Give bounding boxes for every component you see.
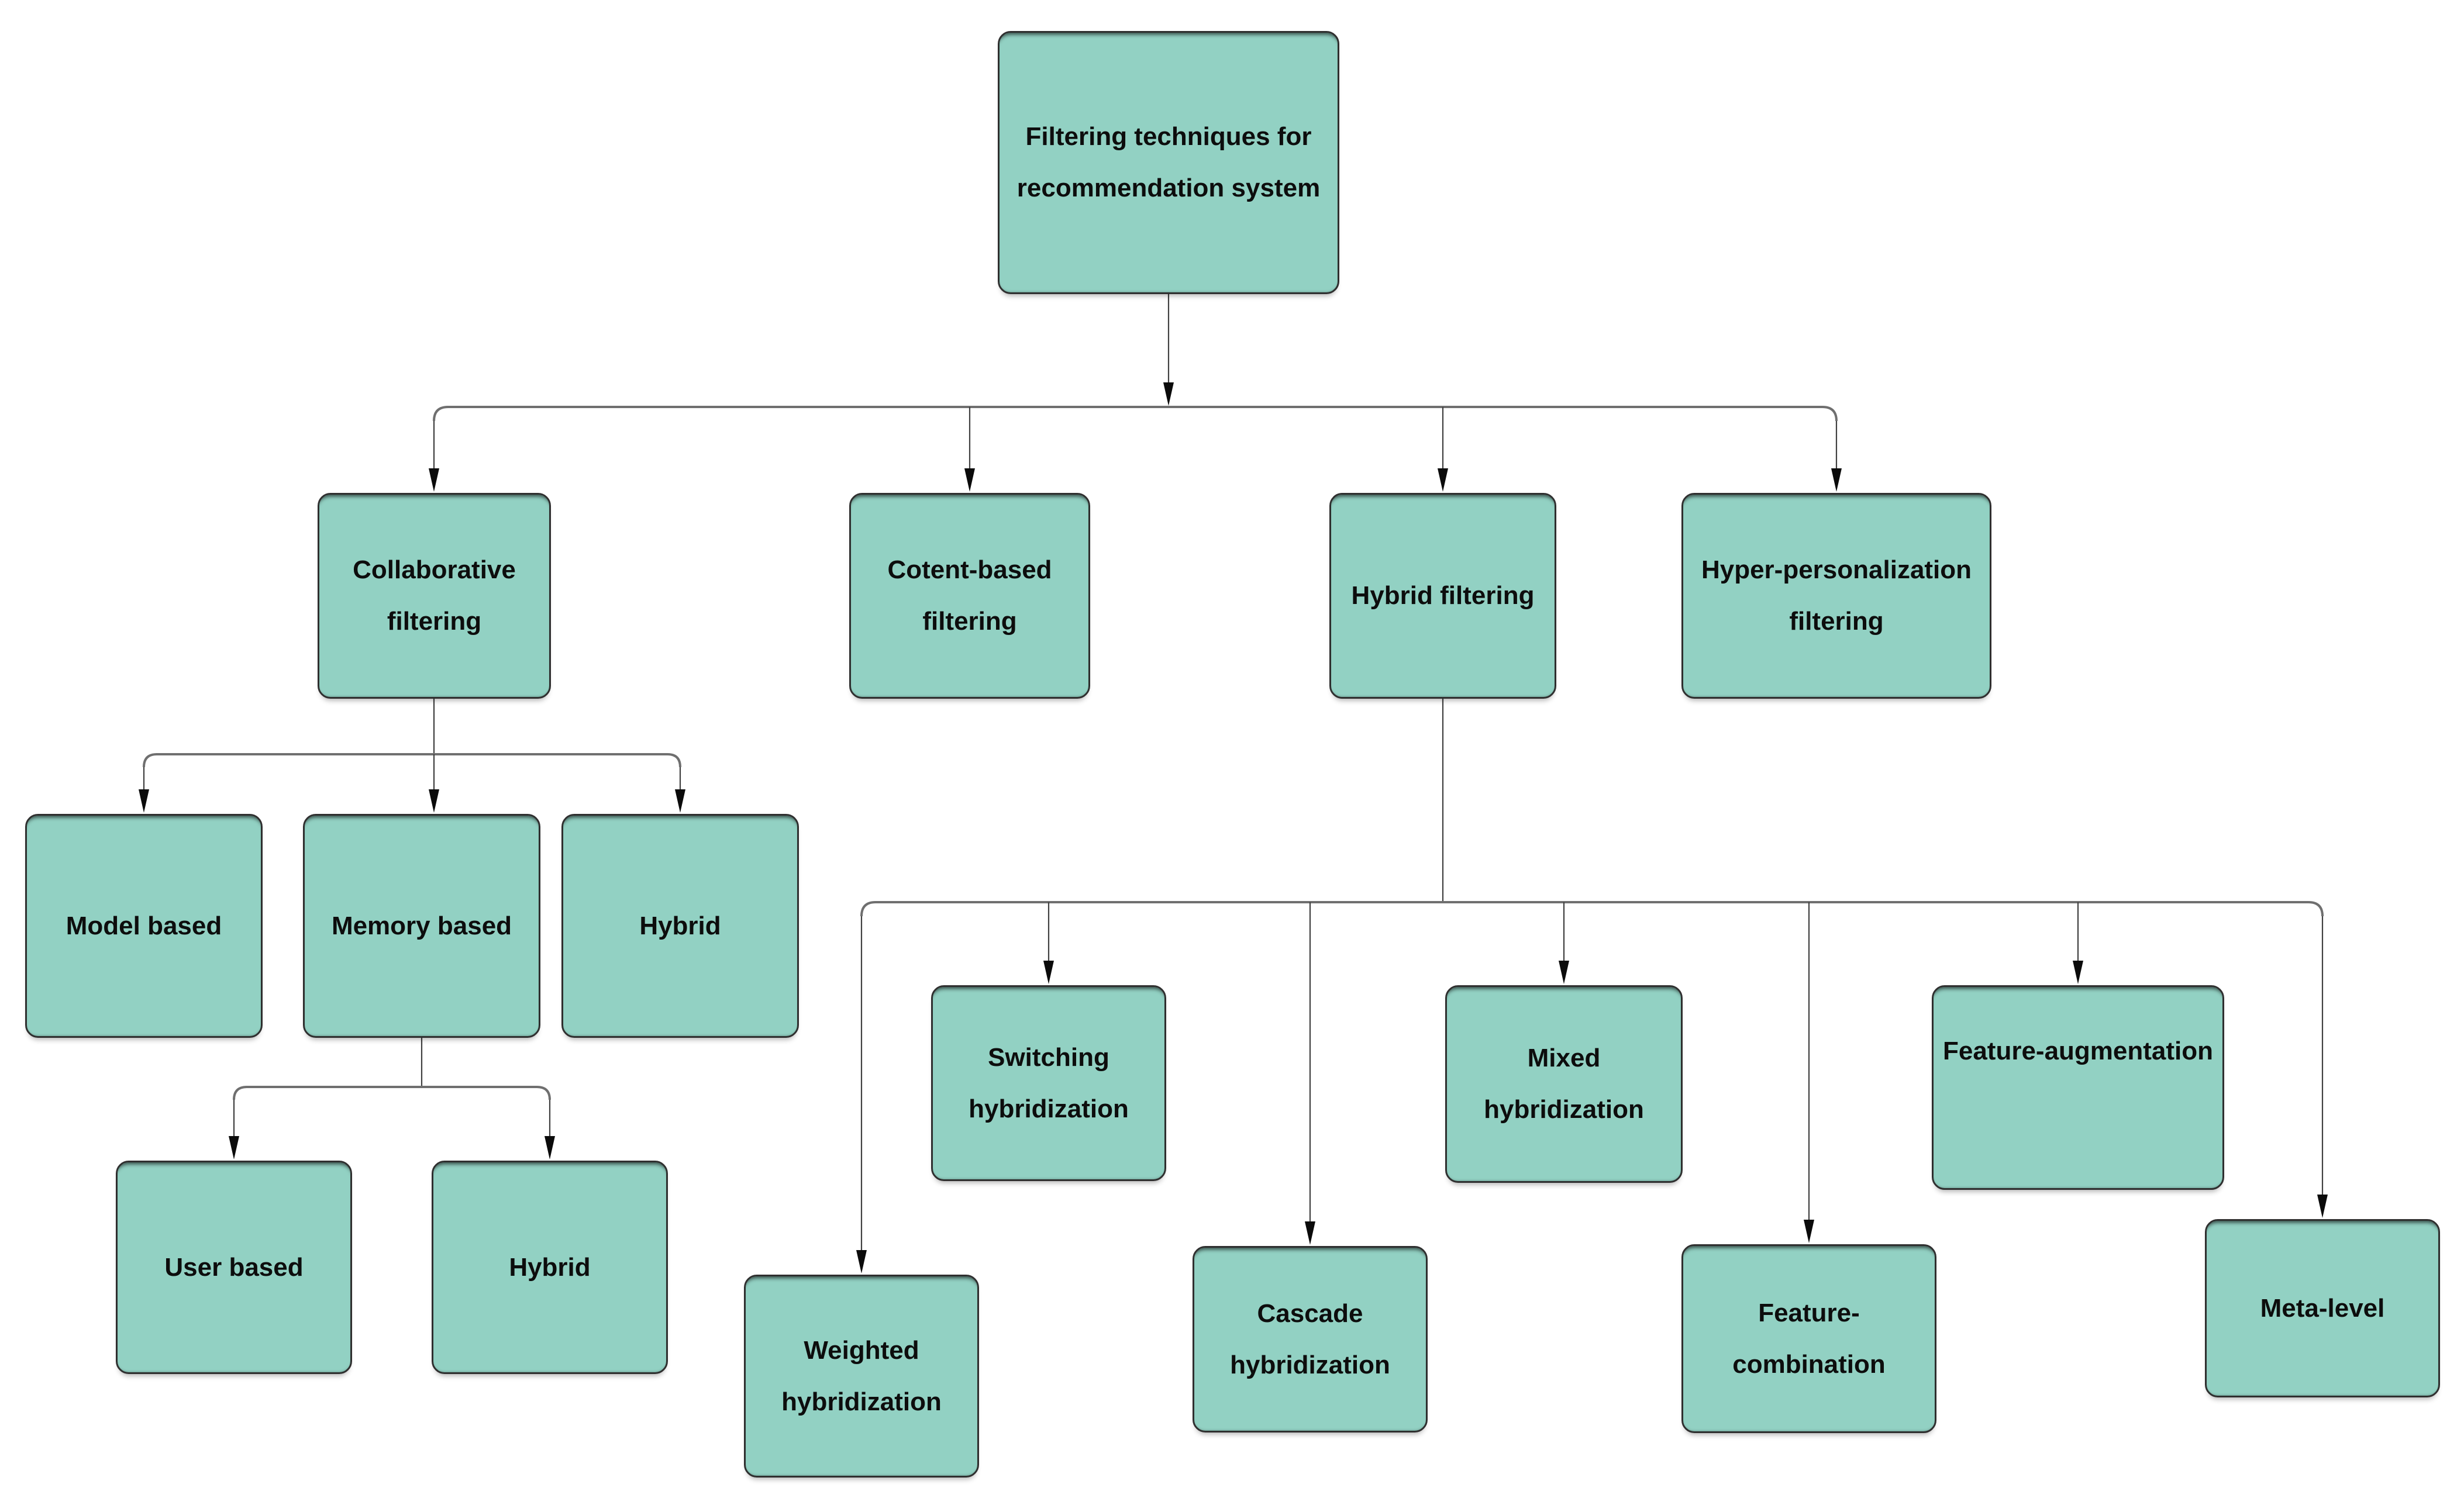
edge-bus [143,753,681,768]
node-hyper-personalization: Hyper-personalization filtering [1681,493,1991,699]
node-cascade: Cascade hybridization [1193,1246,1428,1432]
arrowhead-icon [856,1250,867,1273]
node-mixed: Mixed hybridization [1445,985,1683,1183]
arrowhead-icon [1043,961,1054,984]
arrowhead-icon [2317,1195,2328,1218]
arrowhead-icon [1804,1220,1814,1243]
arrowhead-icon [139,789,149,813]
node-memory-based: Memory based [303,814,540,1038]
node-collaborative: Collaborative filtering [318,493,551,699]
arrowhead-icon [1438,468,1448,492]
node-feature-combination: Feature-combination [1681,1244,1936,1433]
node-hybrid-cf: Hybrid [561,814,799,1038]
node-root: Filtering techniques for recommendation … [998,31,1339,294]
arrowhead-icon [1559,961,1569,984]
node-user-based: User based [116,1161,352,1374]
node-switching: Switching hybridization [931,985,1166,1181]
arrowhead-icon [1831,468,1842,492]
arrowhead-icon [1305,1221,1315,1245]
edge-bus [433,406,1838,422]
edge-bus [860,901,2324,917]
node-hybrid-filtering: Hybrid filtering [1329,493,1556,699]
node-weighted: Weighted hybridization [744,1275,979,1478]
arrowhead-icon [229,1136,239,1159]
arrowhead-icon [545,1136,555,1159]
node-model-based: Model based [25,814,263,1038]
arrowhead-icon [429,789,439,813]
arrowhead-icon [1163,382,1174,406]
node-meta-level: Meta-level [2205,1219,2440,1397]
arrowhead-icon [675,789,685,813]
edge-bus [233,1086,551,1100]
arrowhead-icon [429,468,439,492]
arrowhead-icon [2073,961,2083,984]
node-hybrid-memory: Hybrid [432,1161,668,1374]
arrowhead-icon [964,468,975,492]
node-feature-augmentation: Feature-augmentation [1932,985,2224,1190]
node-content-based: Cotent-based filtering [849,493,1090,699]
